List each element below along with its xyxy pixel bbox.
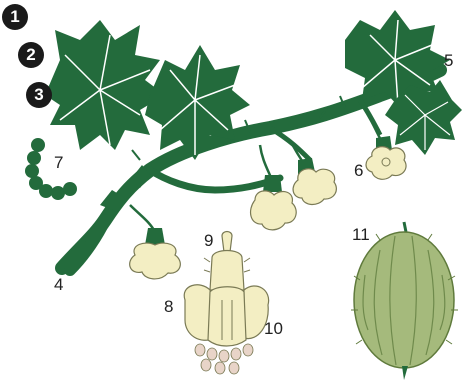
badge-1: 1 bbox=[2, 4, 28, 30]
flower-bottom-left bbox=[130, 228, 181, 279]
badge-2: 2 bbox=[18, 42, 44, 68]
label-10: 10 bbox=[264, 320, 283, 337]
label-8: 8 bbox=[164, 298, 173, 315]
badge-3: 3 bbox=[26, 82, 52, 108]
label-6: 6 bbox=[354, 162, 363, 179]
caterpillar bbox=[25, 138, 77, 200]
dissected-flower bbox=[184, 232, 268, 375]
gooseberry-fruit bbox=[351, 222, 458, 380]
label-4: 4 bbox=[54, 276, 63, 293]
label-11: 11 bbox=[352, 226, 370, 243]
flower-center-right bbox=[293, 158, 336, 205]
leaf-left bbox=[45, 20, 165, 150]
label-7: 7 bbox=[54, 154, 63, 171]
side-branch bbox=[150, 170, 280, 190]
label-5: 5 bbox=[444, 52, 453, 69]
label-9: 9 bbox=[204, 232, 213, 249]
side-branch-2 bbox=[270, 128, 310, 160]
